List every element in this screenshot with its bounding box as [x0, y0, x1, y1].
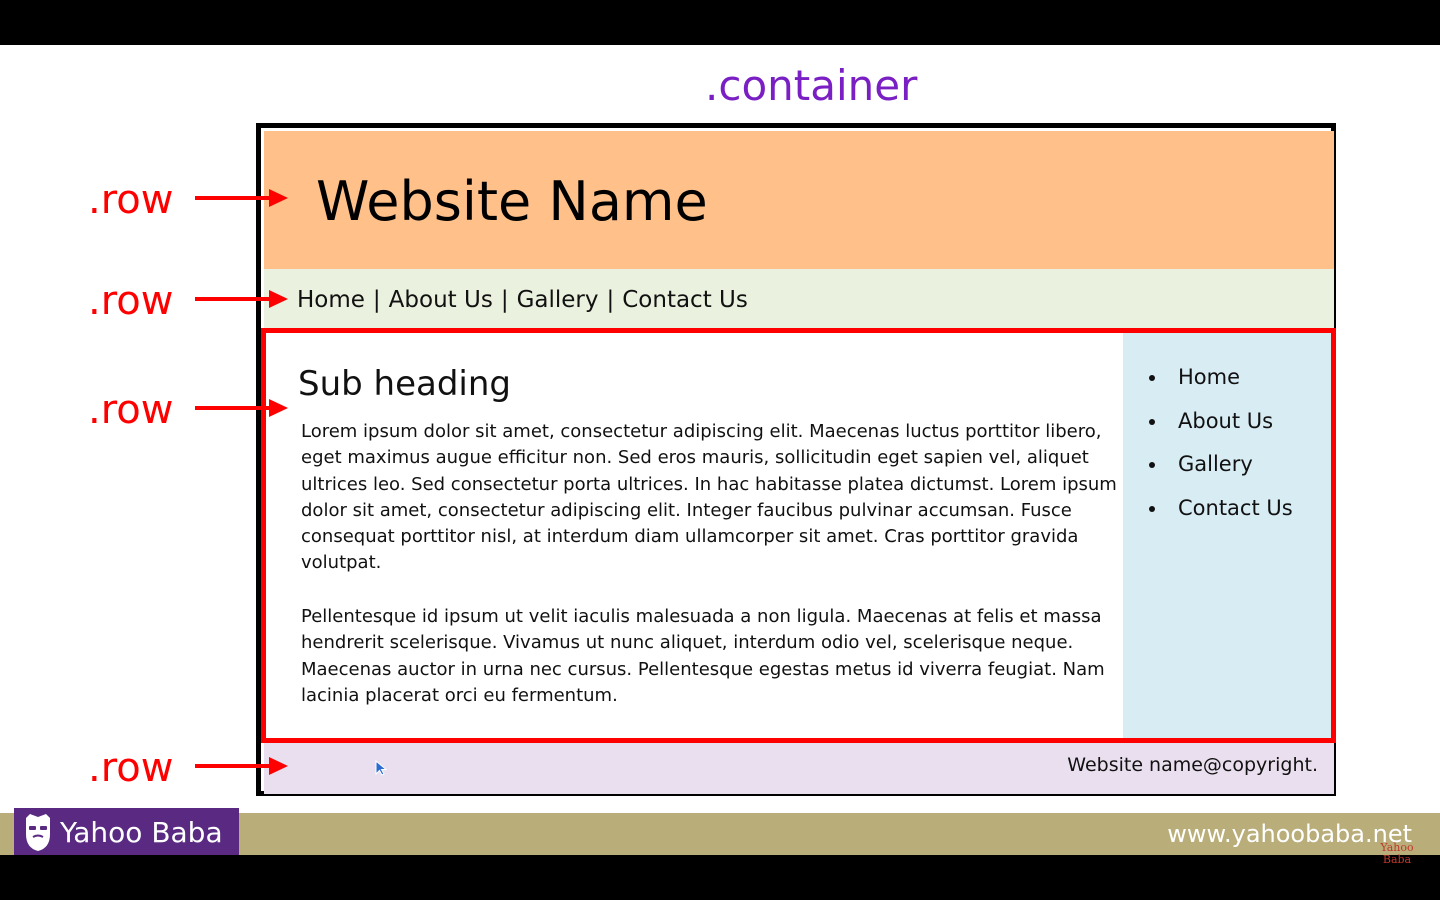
sidebar-item-label: Gallery	[1178, 452, 1253, 476]
row-label-header: .row	[88, 177, 174, 223]
row-label-footer: .row	[88, 745, 174, 791]
brand-bar	[0, 813, 1440, 855]
sidebar-item-label: Contact Us	[1178, 495, 1293, 520]
bullet-icon	[1149, 375, 1155, 381]
content-row: Sub heading Lorem ipsum dolor sit amet, …	[261, 328, 1336, 743]
watermark-logo: Yahoo Baba	[1380, 841, 1414, 866]
sidebar-list: Home About Us Gallery Contact Us	[1143, 363, 1293, 537]
brand-url: www.yahoobaba.net	[1167, 820, 1412, 848]
nav-link-about[interactable]: About Us	[388, 287, 493, 313]
sub-heading: Sub heading	[298, 364, 511, 404]
paragraph-2: Pellentesque id ipsum ut velit iaculis m…	[301, 606, 1105, 706]
main-column: Sub heading Lorem ipsum dolor sit amet, …	[266, 333, 1123, 738]
nav-link-home[interactable]: Home	[297, 287, 365, 313]
nav-links: Home | About Us | Gallery | Contact Us	[297, 285, 748, 315]
bullet-icon	[1149, 462, 1155, 468]
sidebar-column: Home About Us Gallery Contact Us	[1123, 333, 1331, 738]
row-label-content: .row	[88, 387, 174, 433]
nav-separator: |	[606, 287, 615, 313]
bullet-icon	[1149, 505, 1155, 512]
arrow-right-icon	[195, 189, 288, 207]
brand-name: Yahoo Baba	[60, 816, 223, 849]
brand-logo: Yahoo Baba	[14, 808, 239, 855]
container-label: .container	[705, 61, 918, 110]
sidebar-item-label: Home	[1178, 365, 1241, 389]
mouse-cursor-icon	[375, 760, 387, 776]
header-row: Website Name	[264, 131, 1334, 269]
nav-separator: |	[500, 287, 509, 313]
sidebar-item-contact[interactable]: Contact Us	[1143, 494, 1293, 538]
bullet-icon	[1149, 418, 1155, 425]
nav-link-contact[interactable]: Contact Us	[622, 287, 748, 313]
sidebar-item-label: About Us	[1178, 408, 1274, 433]
arrow-right-icon	[195, 290, 288, 308]
sidebar-item-gallery[interactable]: Gallery	[1143, 450, 1293, 494]
nav-link-gallery[interactable]: Gallery	[516, 287, 599, 313]
nav-row: Home | About Us | Gallery | Contact Us	[264, 269, 1334, 329]
sidebar-item-home[interactable]: Home	[1143, 363, 1293, 407]
arrow-right-icon	[195, 757, 288, 775]
footer-copyright: Website name@copyright.	[1067, 754, 1318, 776]
paragraph-1: Lorem ipsum dolor sit amet, consectetur …	[301, 421, 1117, 574]
row-label-nav: .row	[88, 278, 174, 324]
sidebar-item-about[interactable]: About Us	[1143, 407, 1293, 451]
footer-row: Website name@copyright.	[264, 743, 1334, 794]
arrow-right-icon	[195, 399, 288, 417]
bearded-face-icon	[26, 814, 50, 851]
site-name: Website Name	[316, 170, 708, 233]
nav-separator: |	[372, 287, 381, 313]
